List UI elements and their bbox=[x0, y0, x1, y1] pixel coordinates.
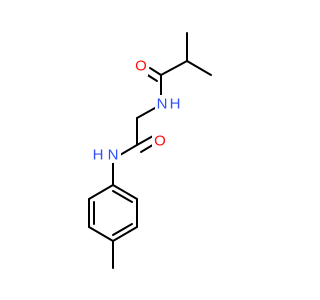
oxygen-atom-middle: O bbox=[154, 133, 166, 150]
atom-o-mid-mask bbox=[152, 131, 166, 149]
bond-methyl-b bbox=[186, 60, 212, 76]
bond-ring-3 bbox=[112, 226, 138, 242]
bond-ring-6 bbox=[88, 184, 114, 200]
bond-carbonyl-mid-double-a bbox=[136, 135, 154, 146]
bond-layer bbox=[88, 32, 212, 269]
oxygen-atom-top: O bbox=[135, 58, 147, 75]
bond-ring-inner-2 bbox=[112, 223, 133, 236]
atom-n-mid-mask bbox=[107, 145, 121, 163]
hydrogen-on-nitrogen-middle: H bbox=[93, 147, 104, 164]
bond-ring-1 bbox=[112, 184, 138, 200]
bond-ring-inner-1 bbox=[112, 190, 133, 203]
hydrogen-on-nitrogen-top: H bbox=[170, 96, 181, 113]
atom-o-top-mask bbox=[134, 58, 148, 76]
atom-n-top-mask bbox=[155, 95, 169, 113]
atom-label-layer: O N H O N H bbox=[93, 58, 181, 164]
bond-carbonyl-top-double-a bbox=[149, 67, 162, 76]
nitrogen-atom-top: N bbox=[157, 96, 168, 113]
molecule-canvas: O N H O N H bbox=[88, 32, 212, 269]
bond-n-top-ch2 bbox=[136, 107, 156, 119]
molecule-structure-diagram: O N H O N H bbox=[88, 32, 212, 269]
bond-isopropyl-carbonyl bbox=[160, 60, 188, 76]
bond-ring-4 bbox=[88, 226, 114, 242]
nitrogen-atom-middle: N bbox=[108, 147, 119, 164]
bond-carbonyl-n-mid bbox=[119, 144, 138, 156]
